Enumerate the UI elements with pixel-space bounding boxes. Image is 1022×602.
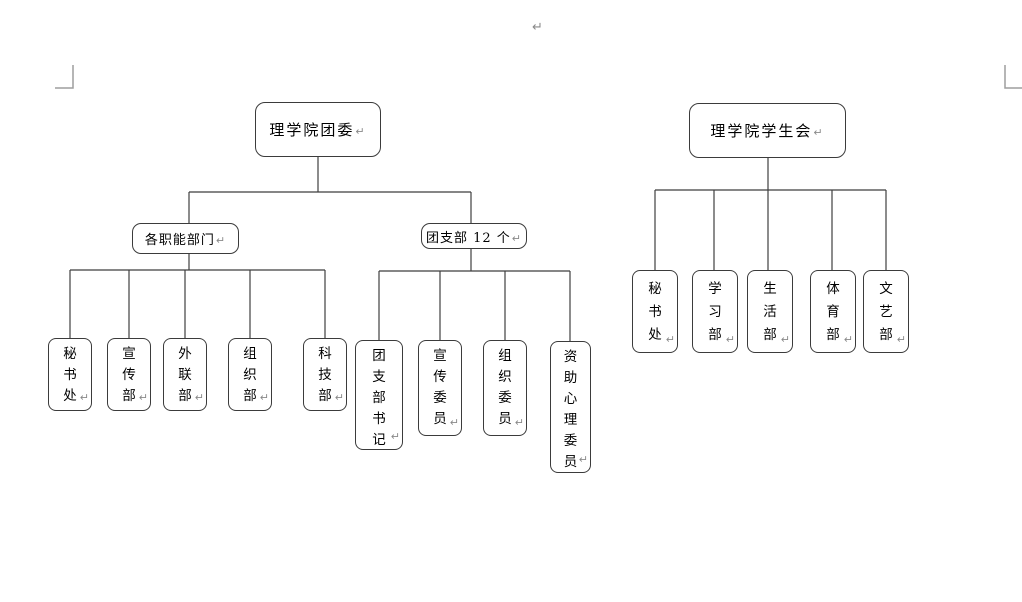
org-node-label: 文艺部 bbox=[879, 281, 893, 343]
org-node-league-branches[interactable]: 团支部 12 个↵ bbox=[421, 223, 527, 249]
org-node-su-life-dept[interactable]: 生活部 ↵ bbox=[747, 270, 793, 353]
org-node-label: 秘书处 bbox=[63, 346, 77, 404]
org-node-label: 宣传委员 bbox=[433, 348, 447, 427]
org-node-publicity-dept[interactable]: 宣传部 ↵ bbox=[107, 338, 151, 411]
line-break-mark: ↵ bbox=[334, 391, 344, 404]
org-node-label: 团支部书记 bbox=[372, 348, 386, 448]
org-node-label: 体育部 bbox=[826, 281, 840, 343]
org-node-label: 学习部 bbox=[708, 281, 722, 343]
paragraph-return-mark: ↵ bbox=[532, 20, 543, 35]
line-break-mark: ↵ bbox=[511, 231, 523, 245]
line-break-mark: ↵ bbox=[665, 333, 675, 346]
org-node-student-union-root[interactable]: 理学院学生会↵ bbox=[689, 103, 846, 158]
margin-mark-top-left bbox=[55, 65, 74, 89]
org-node-label: 理学院学生会 bbox=[710, 122, 813, 140]
org-node-su-secretariat[interactable]: 秘书处 ↵ bbox=[632, 270, 678, 353]
org-node-youth-league-root[interactable]: 理学院团委↵ bbox=[255, 102, 381, 157]
line-break-mark: ↵ bbox=[780, 333, 790, 346]
line-break-mark: ↵ bbox=[215, 234, 227, 247]
org-node-secretariat[interactable]: 秘书处 ↵ bbox=[48, 338, 92, 411]
org-node-label: 资助心理委员 bbox=[563, 349, 578, 470]
org-node-label: 生活部 bbox=[763, 281, 777, 343]
org-node-label: 组织部 bbox=[243, 346, 257, 404]
line-break-mark: ↵ bbox=[843, 333, 853, 346]
org-node-organization-dept[interactable]: 组织部 ↵ bbox=[228, 338, 272, 411]
line-break-mark: ↵ bbox=[138, 391, 148, 404]
org-node-label: 秘书处 bbox=[648, 281, 662, 343]
org-node-publicity-member[interactable]: 宣传委员 ↵ bbox=[418, 340, 462, 436]
org-node-label: 组织委员 bbox=[498, 348, 512, 427]
org-node-su-arts-dept[interactable]: 文艺部 ↵ bbox=[863, 270, 909, 353]
line-break-mark: ↵ bbox=[514, 416, 524, 429]
line-break-mark: ↵ bbox=[194, 391, 204, 404]
margin-mark-top-right bbox=[1004, 65, 1022, 89]
org-node-aid-psychology-member[interactable]: 资助心理委员 ↵ bbox=[550, 341, 591, 473]
org-node-functional-departments[interactable]: 各职能部门↵ bbox=[132, 223, 239, 254]
org-node-external-liaison-dept[interactable]: 外联部 ↵ bbox=[163, 338, 207, 411]
line-break-mark: ↵ bbox=[355, 125, 367, 138]
org-node-label: 宣传部 bbox=[122, 346, 136, 404]
org-node-branch-secretary[interactable]: 团支部书记 ↵ bbox=[355, 340, 403, 450]
org-node-science-tech-dept[interactable]: 科技部 ↵ bbox=[303, 338, 347, 411]
line-break-mark: ↵ bbox=[390, 430, 400, 443]
org-node-label: 各职能部门 bbox=[144, 233, 215, 248]
line-break-mark: ↵ bbox=[896, 333, 906, 346]
line-break-mark: ↵ bbox=[79, 391, 89, 404]
org-node-label: 团支部 12 个 bbox=[425, 230, 511, 246]
org-node-su-sports-dept[interactable]: 体育部 ↵ bbox=[810, 270, 856, 353]
org-node-label: 科技部 bbox=[318, 346, 332, 404]
org-node-organization-member[interactable]: 组织委员 ↵ bbox=[483, 340, 527, 436]
line-break-mark: ↵ bbox=[578, 453, 588, 466]
org-node-label: 外联部 bbox=[178, 346, 192, 404]
line-break-mark: ↵ bbox=[449, 416, 459, 429]
org-node-su-study-dept[interactable]: 学习部 ↵ bbox=[692, 270, 738, 353]
line-break-mark: ↵ bbox=[725, 333, 735, 346]
line-break-mark: ↵ bbox=[259, 391, 269, 404]
org-node-label: 理学院团委 bbox=[269, 121, 355, 139]
line-break-mark: ↵ bbox=[813, 126, 825, 139]
